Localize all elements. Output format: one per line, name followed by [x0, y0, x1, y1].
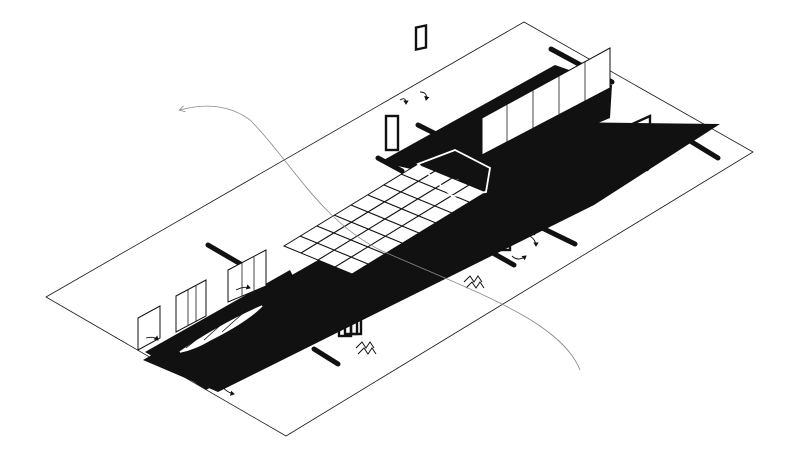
window-panels-upper [481, 47, 611, 156]
revolving-door-stack-b [337, 288, 363, 338]
folding-screens [542, 114, 652, 193]
rotating-doors-upper [384, 23, 428, 152]
circulation-corridor [143, 65, 720, 392]
rotation-symbols [355, 275, 485, 355]
swing-arrows [145, 91, 651, 396]
circulation-path-arrow [180, 106, 581, 371]
folding-partition-floor [179, 305, 263, 353]
roof-grid-over-corridor [416, 149, 491, 197]
rotating-doors-center [496, 198, 536, 252]
revolving-door-stack-a [440, 228, 464, 272]
glass-roof-grid [282, 149, 491, 275]
